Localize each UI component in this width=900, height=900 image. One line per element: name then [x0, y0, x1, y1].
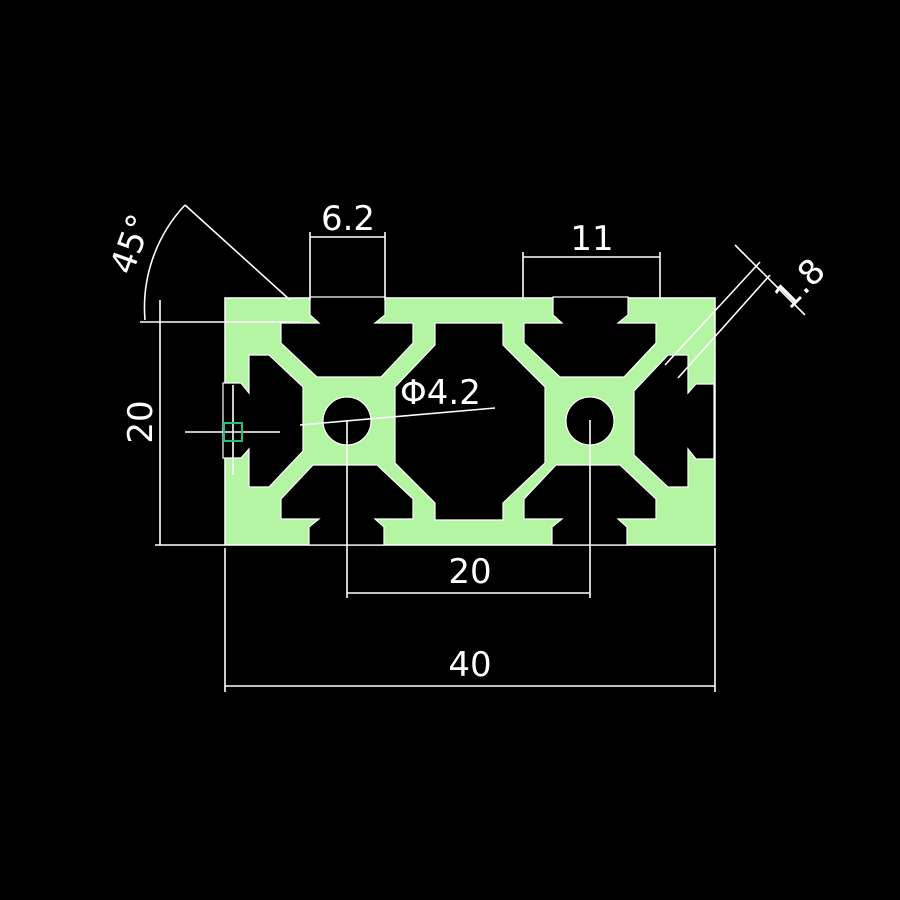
dimension-height: 20 [121, 300, 300, 546]
dimension-pitch: 20 [346, 420, 591, 598]
t-slot [222, 354, 304, 488]
dimension-slot-width: 11 [522, 219, 661, 300]
crosshair-cursor-icon[interactable] [185, 385, 280, 475]
t-slot [523, 296, 657, 378]
height-label: 20 [121, 400, 161, 443]
t-slot [633, 354, 715, 488]
angle-label: 45° [103, 209, 161, 279]
center-cavity [394, 322, 546, 521]
dimension-width: 40 [224, 548, 716, 692]
slot-width-label: 11 [570, 219, 613, 259]
width-label: 40 [448, 645, 491, 685]
dimension-slot-opening: 6.2 [309, 199, 386, 300]
hole-label: Φ4.2 [400, 373, 481, 413]
slot-opening-label: 6.2 [321, 199, 375, 239]
wall-label: 1.8 [767, 251, 834, 318]
pitch-label: 20 [448, 552, 491, 592]
dimension-hole: Φ4.2 [299, 373, 496, 426]
extrusion-profile-2040 [222, 296, 716, 546]
t-slot [280, 296, 414, 378]
